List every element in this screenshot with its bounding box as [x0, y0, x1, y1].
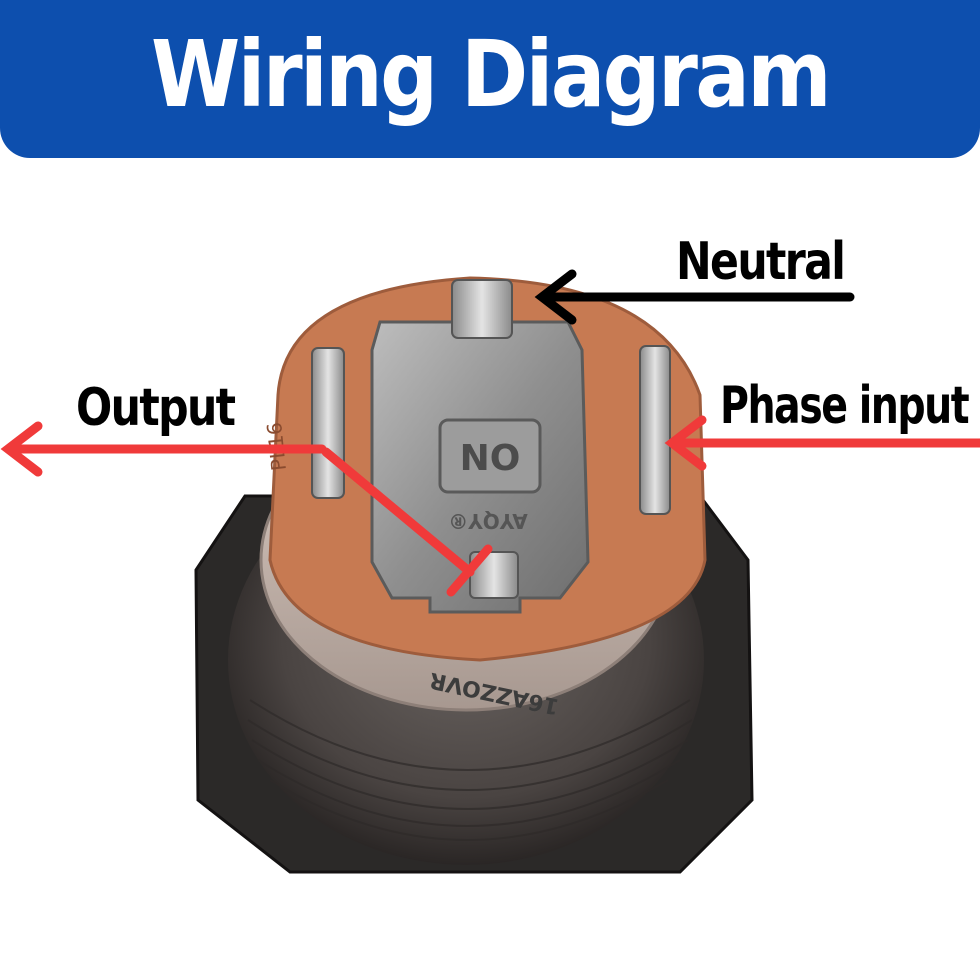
- thread-lines: [247, 699, 693, 841]
- neutral-terminal: [451, 279, 513, 339]
- phase-terminal: [639, 345, 671, 515]
- logo-marking: AYQY®: [448, 509, 528, 533]
- phase-input-label: Phase input: [720, 376, 970, 436]
- neutral-arrow: [534, 269, 855, 325]
- page-title: Wiring Diagram: [150, 21, 832, 128]
- output-link-arrow: [321, 447, 493, 597]
- output-label: Output: [76, 378, 236, 438]
- no-embossed-box: [438, 418, 542, 494]
- no-marking: NO: [460, 438, 521, 479]
- title-banner: Wiring Diagram: [0, 0, 980, 158]
- phase-input-arrow: [664, 415, 980, 471]
- neutral-label: Neutral: [676, 232, 846, 292]
- output-arrow: [0, 421, 327, 477]
